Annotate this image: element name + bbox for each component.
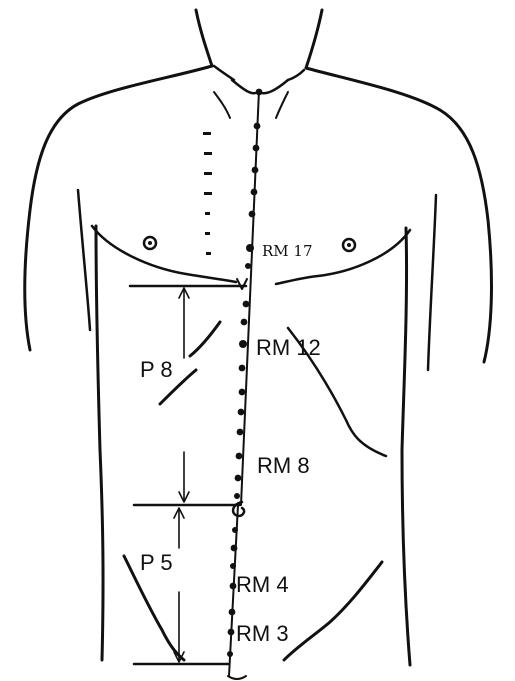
right-arm-inner-line [428, 195, 436, 370]
label-p8: P 8 [140, 357, 173, 382]
right-nipple-center [347, 243, 351, 247]
left-arm-inner-line [78, 190, 90, 330]
label-rm8: RM 8 [257, 453, 310, 478]
neck-right-line [306, 10, 322, 68]
label-rm17: RM 17 [262, 242, 313, 260]
right-groin-line [284, 562, 382, 660]
label-rm3: RM 3 [236, 621, 289, 646]
left-pectoral-line [92, 226, 236, 282]
right-collar-stroke [276, 92, 288, 118]
right-shoulder-line [306, 68, 491, 362]
pubic-mark [228, 676, 246, 679]
parasternal-dashes [203, 132, 212, 255]
right-torso-line [402, 228, 410, 665]
neck-left-line [196, 10, 212, 66]
left-rib-stroke [190, 322, 220, 356]
label-rm12: RM 12 [256, 335, 321, 360]
left-clavicle [214, 66, 234, 80]
xiphoid-arrow [237, 279, 247, 289]
measurement-lines [130, 286, 246, 664]
label-p5: P 5 [140, 550, 173, 575]
right-clavicle [288, 70, 304, 80]
midline-upper [241, 90, 259, 505]
left-collar-stroke [214, 92, 230, 118]
left-torso-line [96, 226, 103, 660]
left-nipple-center [148, 241, 152, 245]
label-rm4: RM 4 [236, 572, 289, 597]
